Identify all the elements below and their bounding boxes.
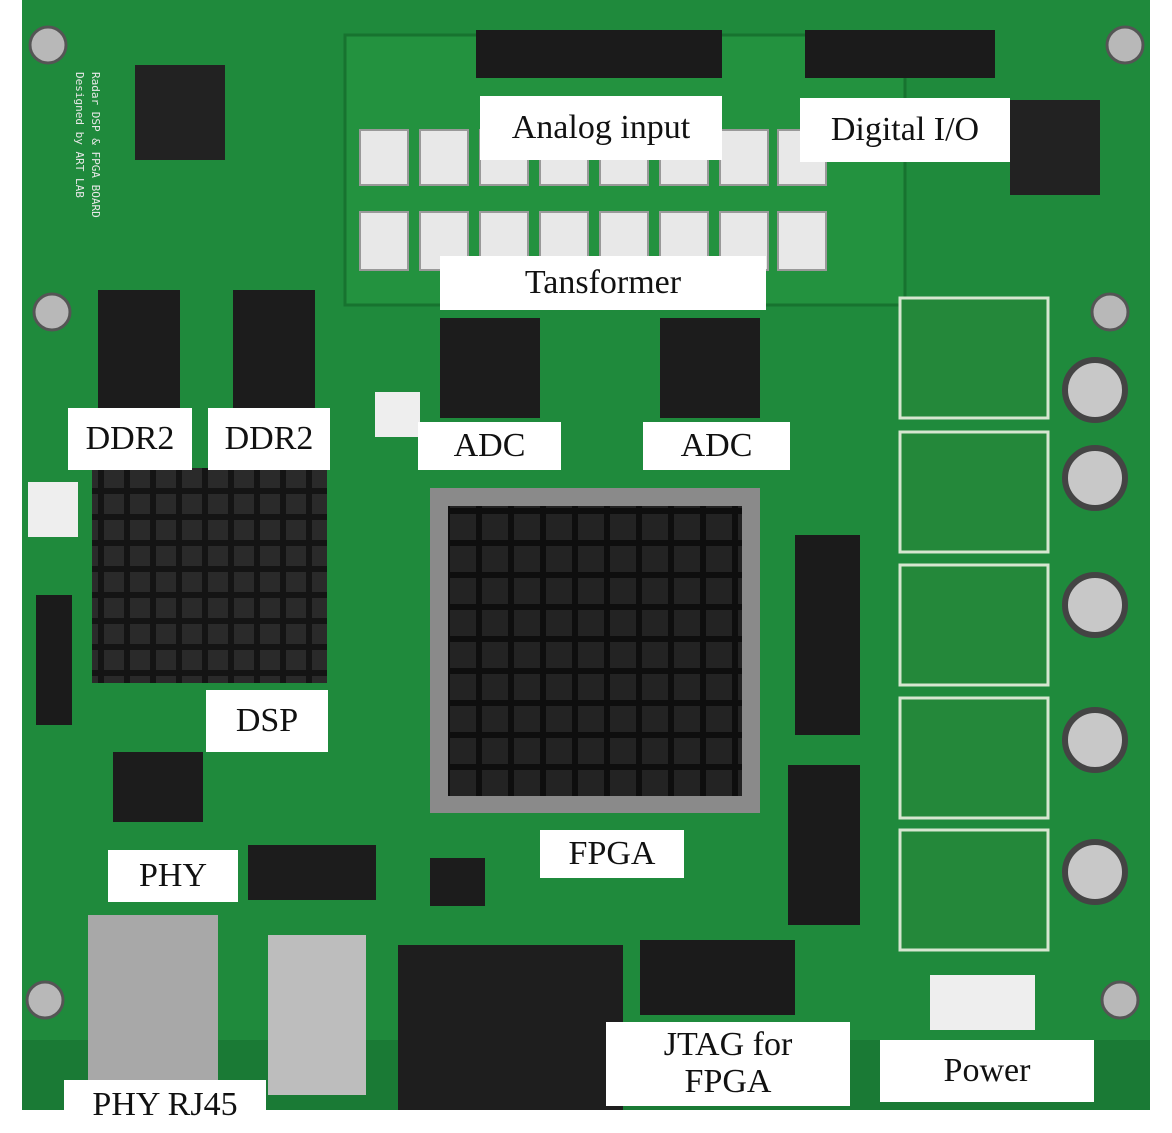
power-modules (898, 296, 1050, 952)
db9-connector (398, 945, 623, 1110)
label-ddr2-left: DDR2 (68, 408, 192, 470)
label-power: Power (880, 1040, 1094, 1102)
label-adc-right: ADC (643, 422, 790, 470)
rj45-connector (88, 915, 218, 1110)
label-fpga: FPGA (540, 830, 684, 878)
label-adc-left: ADC (418, 422, 561, 470)
label-digital-io: Digital I/O (800, 98, 1010, 162)
label-jtag-fpga: JTAG for FPGA (606, 1022, 850, 1106)
flash-chip (248, 845, 376, 900)
regulator-left (135, 65, 225, 160)
mounting-screws (25, 25, 1145, 1020)
dsp-heatsink (92, 468, 327, 683)
label-ddr2-right: DDR2 (208, 408, 330, 470)
capacitors (1062, 357, 1128, 905)
label-analog-input: Analog input (480, 96, 722, 160)
label-transformer: Tansformer (440, 256, 766, 310)
usb-connector (268, 935, 366, 1095)
label-phy: PHY (108, 850, 238, 902)
dsp-jtag-header (36, 595, 72, 725)
phy-chip (113, 752, 203, 822)
ddr2-chip-left (98, 290, 180, 408)
label-phy-rj45: PHY RJ45 (64, 1080, 266, 1130)
adc-chip-left (440, 318, 540, 418)
label-dsp: DSP (206, 690, 328, 752)
digital-io-header (805, 30, 995, 78)
designed-by-silkscreen: Designed by ART LAB (73, 72, 86, 198)
regulator-right (1010, 100, 1100, 195)
fpga-jtag-header (640, 940, 795, 1015)
adc-chip-right (660, 318, 760, 418)
power-connector (930, 975, 1035, 1030)
analog-header (476, 30, 722, 78)
board-title-silkscreen: Radar DSP & FPGA BOARD (89, 72, 102, 218)
ddr2-chip-right (233, 290, 315, 408)
